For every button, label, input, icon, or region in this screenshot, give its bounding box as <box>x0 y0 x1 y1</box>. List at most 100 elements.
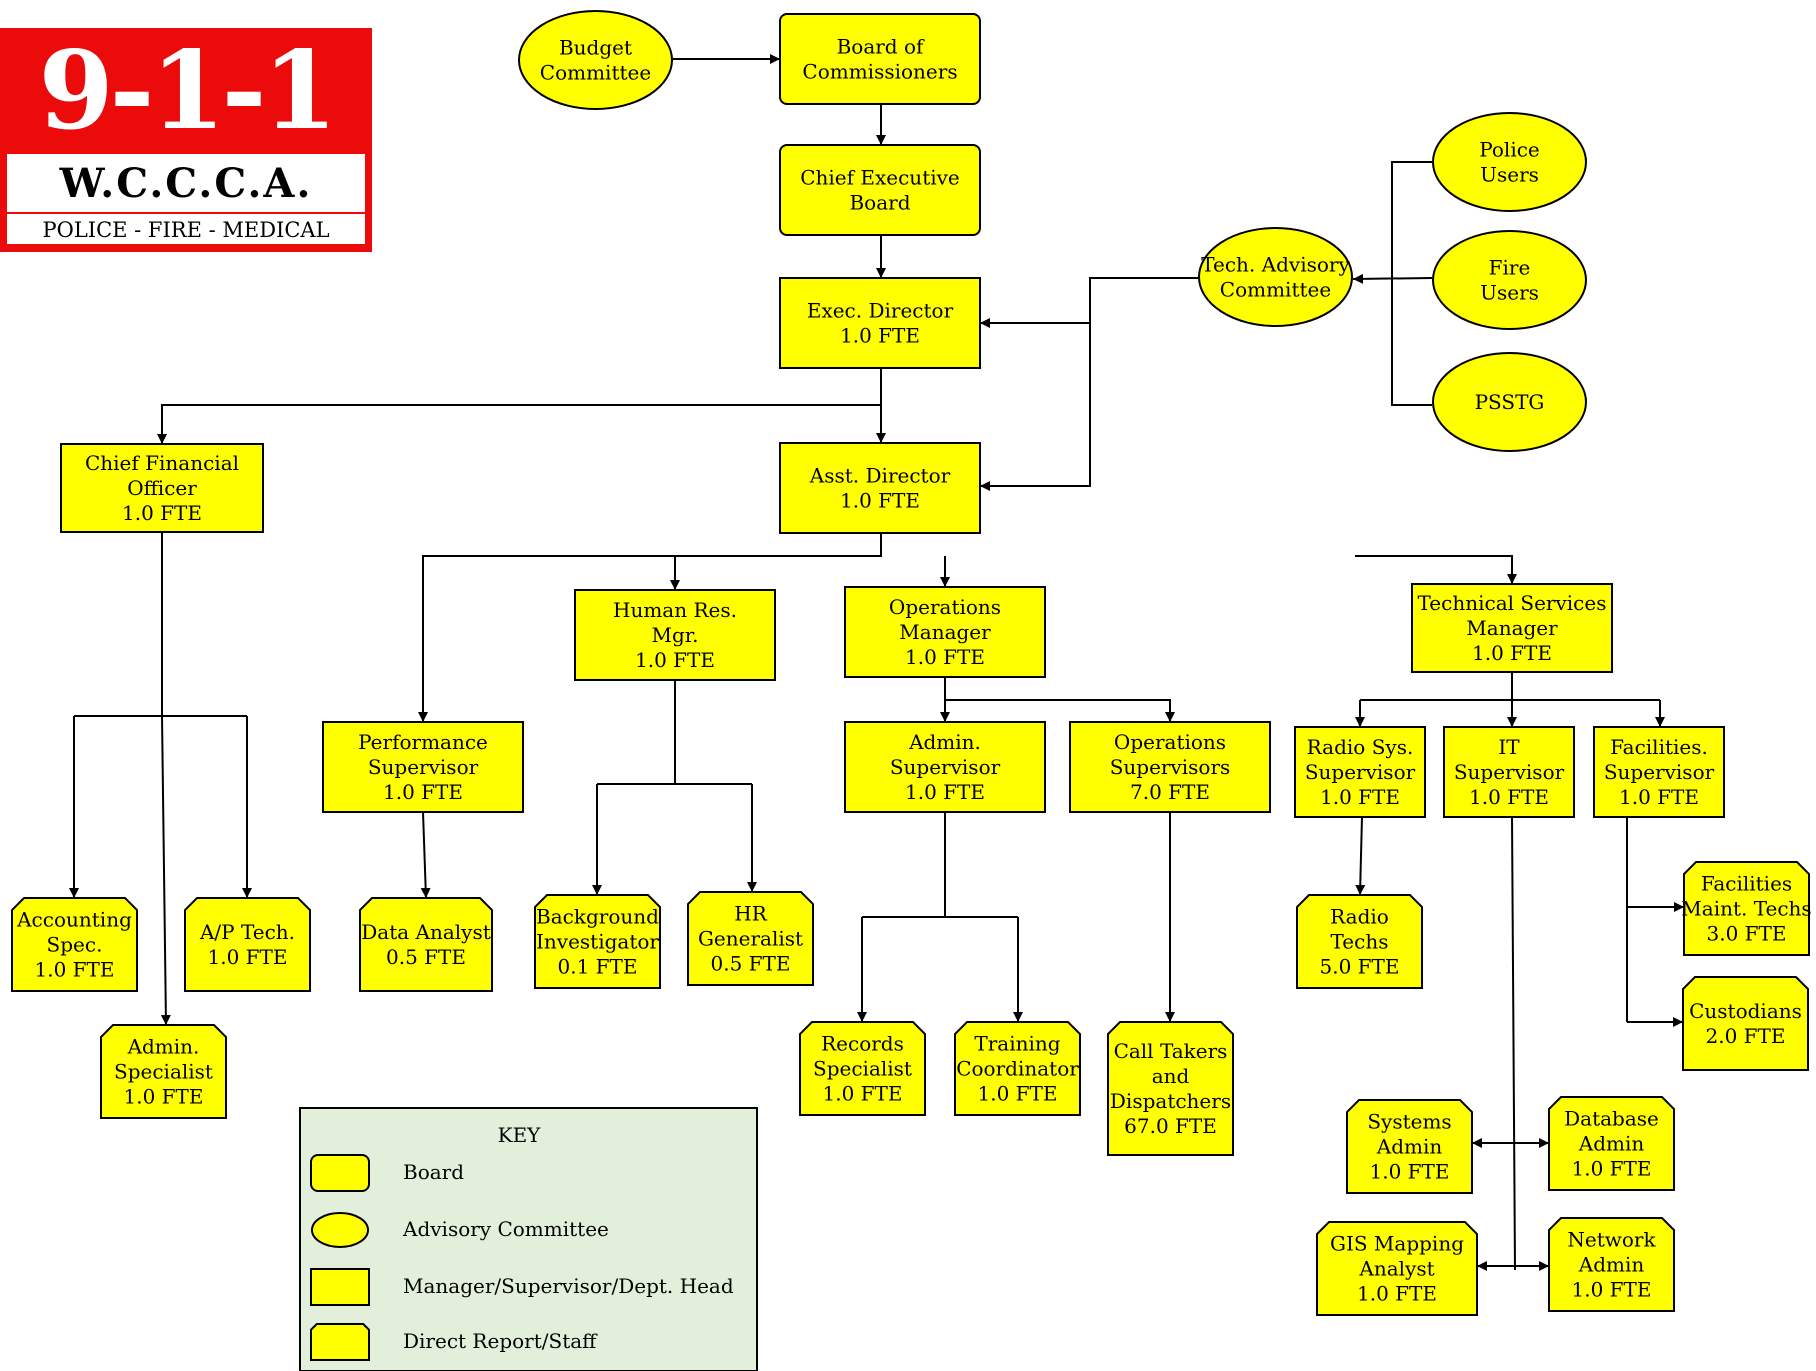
node-facmaint-line-0: Facilities <box>1701 872 1792 896</box>
node-sysadmin-line-2: 1.0 FTE <box>1370 1160 1450 1184</box>
node-ops-line-1: Manager <box>899 620 991 644</box>
connector-lines <box>69 54 1684 1271</box>
node-itsup-line-2: 1.0 FTE <box>1469 785 1549 809</box>
connector-12 <box>1355 555 1517 584</box>
node-police-line-0: Police <box>1479 138 1540 162</box>
node-analyst-shape <box>359 897 493 992</box>
node-calltakers-line-3: 67.0 FTE <box>1124 1114 1217 1138</box>
key-label-3: Direct Report/Staff <box>403 1329 598 1353</box>
key-title: KEY <box>498 1123 542 1147</box>
node-bginv-line-2: 0.1 FTE <box>558 955 638 979</box>
node-hrgen-line-1: Generalist <box>698 927 803 951</box>
logo-number: 9-1-1 <box>38 28 337 154</box>
node-sysadmin-line-1: Admin <box>1376 1135 1443 1159</box>
node-radiotechs-line-0: Radio <box>1330 905 1389 929</box>
connector-7 <box>1391 161 1432 406</box>
logo-panel: W.C.C.C.A. POLICE - FIRE - MEDICAL <box>7 154 365 244</box>
node-fire-shape <box>1432 230 1587 330</box>
node-calltakers-line-2: Dispatchers <box>1110 1089 1231 1113</box>
connector-8 <box>1352 273 1433 284</box>
node-psstg-line-0: PSSTG <box>1475 390 1545 414</box>
node-gis-line-1: Analyst <box>1358 1257 1434 1281</box>
node-police-shape <box>1432 112 1587 212</box>
node-acct-line-2: 1.0 FTE <box>35 958 115 982</box>
connector-17 <box>160 715 171 1026</box>
node-board-line-0: Board of <box>837 35 925 59</box>
connector-9 <box>418 533 882 722</box>
node-gis-line-2: 1.0 FTE <box>1357 1282 1437 1306</box>
logo-tagline: POLICE - FIRE - MEDICAL <box>42 218 330 242</box>
connector-24 <box>945 699 1175 722</box>
node-adminspec-shape <box>100 1024 227 1119</box>
node-ap-line-0: A/P Tech. <box>199 920 295 944</box>
node-ap-line-1: 1.0 FTE <box>208 945 288 969</box>
node-sysadmin-line-0: Systems <box>1367 1110 1451 1134</box>
connector-6 <box>980 323 1091 491</box>
node-asst-line-0: Asst. Director <box>809 464 951 488</box>
node-dbadmin-line-1: Admin <box>1578 1132 1645 1156</box>
node-adminsup-line-2: 1.0 FTE <box>905 780 985 804</box>
node-training-line-2: 1.0 FTE <box>978 1082 1058 1106</box>
node-ap: A/P Tech.1.0 FTE <box>184 897 311 992</box>
node-itsup-shape <box>1443 726 1575 818</box>
node-perf-line-0: Performance <box>358 730 488 754</box>
wccca-logo: 9-1-1 W.C.C.C.A. POLICE - FIRE - MEDICAL <box>0 28 372 252</box>
node-adminspec-line-2: 1.0 FTE <box>124 1085 204 1109</box>
node-perf-line-2: 1.0 FTE <box>383 780 463 804</box>
node-psstg-shape <box>1432 352 1587 452</box>
node-acct-line-1: Spec. <box>47 933 103 957</box>
node-adminspec-line-0: Admin. <box>127 1035 200 1059</box>
node-exec-line-1: 1.0 FTE <box>840 324 920 348</box>
node-budget-line-0: Budget <box>559 36 632 60</box>
node-facsup-shape <box>1593 726 1725 818</box>
node-psstg: PSSTG <box>1432 352 1587 452</box>
node-facmaint-line-1: Maint. Techs <box>1681 897 1811 921</box>
node-cfo-line-1: Officer <box>127 476 197 500</box>
node-radiosup-shape <box>1294 726 1426 818</box>
node-sysadmin-shape <box>1346 1099 1473 1194</box>
node-calltakers-line-0: Call Takers <box>1114 1039 1228 1063</box>
node-calltakers-shape <box>1107 1021 1234 1156</box>
node-perf-shape <box>322 721 524 813</box>
node-netadmin-line-2: 1.0 FTE <box>1572 1278 1652 1302</box>
node-itsup-line-1: Supervisor <box>1454 760 1565 784</box>
connector-35 <box>1355 816 1366 896</box>
key-swatch-board <box>310 1154 370 1192</box>
node-ops-line-2: 1.0 FTE <box>905 645 985 669</box>
node-ceb-line-0: Chief Executive <box>800 166 960 190</box>
node-board-shape <box>779 13 981 105</box>
node-facmaint-shape <box>1683 861 1810 956</box>
node-analyst-line-1: 0.5 FTE <box>386 945 466 969</box>
node-fire-line-1: Users <box>1480 281 1539 305</box>
connector-5 <box>980 277 1198 328</box>
logo-org-name: W.C.C.C.A. <box>59 160 313 207</box>
node-custodians-line-0: Custodians <box>1689 999 1802 1023</box>
node-adminsup-line-1: Supervisor <box>890 755 1001 779</box>
node-training-line-1: Coordinator <box>956 1057 1079 1081</box>
key-label-2: Manager/Supervisor/Dept. Head <box>403 1274 734 1298</box>
node-exec-shape <box>779 277 981 369</box>
node-custodians-line-1: 2.0 FTE <box>1706 1024 1786 1048</box>
node-ops-line-0: Operations <box>889 595 1001 619</box>
node-ops-shape <box>844 586 1046 678</box>
node-adminspec-line-1: Specialist <box>114 1060 213 1084</box>
node-dbadmin-line-2: 1.0 FTE <box>1572 1157 1652 1181</box>
